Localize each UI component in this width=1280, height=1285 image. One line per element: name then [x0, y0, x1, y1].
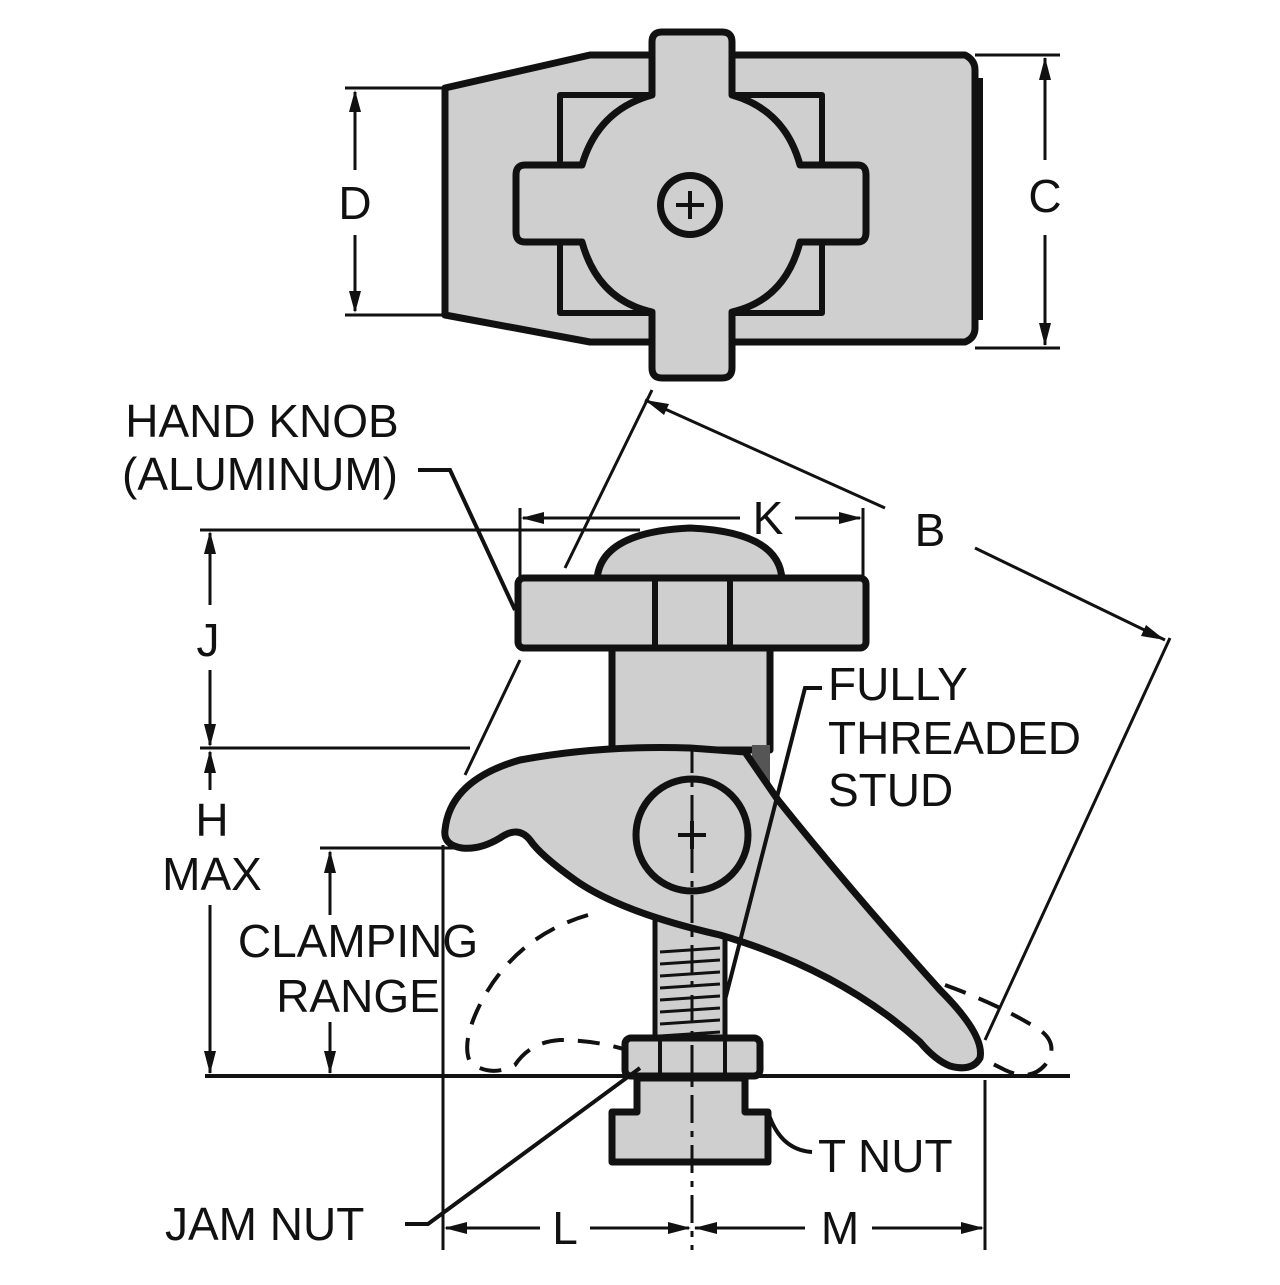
k-arrow-right — [839, 512, 862, 524]
m-arrow-right — [961, 1222, 984, 1234]
clamping-arrow-bottom — [324, 1051, 336, 1074]
b-ext-line-bottom — [983, 637, 1172, 1041]
b-arrow-bottom — [1141, 625, 1165, 640]
back-pad — [975, 78, 983, 320]
stud-thread-hatching — [659, 946, 721, 1038]
d-arrow-bottom — [349, 291, 361, 313]
dim-k-label: K — [753, 492, 784, 544]
phantom-clamp-arm — [465, 913, 661, 1073]
dim-j-label: J — [197, 614, 220, 666]
dim-c-label: C — [1028, 170, 1061, 222]
t-nut-label: T NUT — [818, 1130, 953, 1182]
d-arrow-top — [349, 90, 361, 112]
l-arrow-left — [444, 1222, 467, 1234]
clamp-arm — [441, 744, 984, 1072]
arm-outline-leader — [463, 659, 522, 776]
phantom-clamp-tip — [944, 983, 1054, 1077]
hand-knob-leader — [418, 468, 517, 611]
aluminum-label: (ALUMINUM) — [122, 448, 398, 500]
b-arrow-top — [645, 400, 669, 415]
top-view: D C — [338, 28, 1062, 382]
range-label: RANGE — [276, 970, 440, 1022]
dim-m-label: M — [821, 1202, 859, 1254]
knob-wing-bar — [514, 574, 870, 652]
max-label: MAX — [162, 848, 262, 900]
b-ext-line-top — [563, 389, 654, 569]
h-arrow-bottom — [204, 1051, 216, 1074]
k-arrow-left — [521, 512, 544, 524]
center-cross-icon — [676, 191, 704, 219]
l-arrow-right — [668, 1222, 691, 1234]
t-nut — [608, 1074, 772, 1166]
knob-dome — [593, 524, 786, 584]
side-view: K J H MAX CLAMPING RANGE L — [122, 389, 1172, 1254]
stud-leader — [723, 686, 822, 1001]
h-arrow-top — [204, 750, 216, 773]
clamping-label: CLAMPING — [238, 915, 478, 967]
c-arrow-top — [1039, 57, 1051, 80]
jam-nut-label: JAM NUT — [165, 1198, 364, 1250]
j-arrow-top — [204, 531, 216, 554]
jam-nut-leader — [405, 1066, 642, 1226]
hand-knob-label: HAND KNOB — [125, 395, 398, 447]
c-arrow-bottom — [1039, 323, 1051, 346]
b-dim-line-lower — [974, 546, 1166, 642]
knob-neck — [608, 641, 774, 754]
stud-label: STUD — [828, 764, 953, 816]
dim-l-label: L — [552, 1202, 578, 1254]
dim-d-label: D — [338, 177, 371, 229]
b-dim-line-upper — [644, 398, 886, 510]
dim-b-label: B — [915, 504, 946, 556]
fully-label: FULLY — [828, 658, 968, 710]
threaded-label: THREADED — [828, 712, 1081, 764]
m-arrow-left — [694, 1222, 717, 1234]
j-arrow-bottom — [204, 724, 216, 747]
h-label: H — [195, 794, 228, 846]
t-nut-leader — [766, 1111, 813, 1154]
clamping-arrow-top — [324, 850, 336, 873]
